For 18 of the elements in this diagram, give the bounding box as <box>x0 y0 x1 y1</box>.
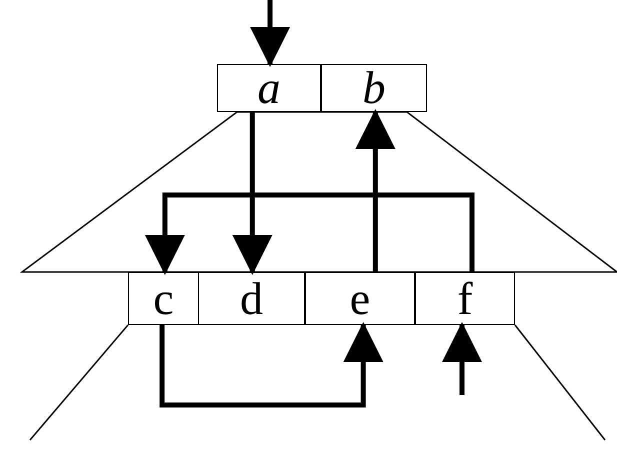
record-cell <box>217 64 321 112</box>
cell-letter: b <box>362 65 386 111</box>
record-cell <box>415 272 515 325</box>
arrow <box>250 0 290 67</box>
cell-letter: a <box>258 65 280 111</box>
cell-letter: d <box>240 276 263 322</box>
record-cell <box>321 64 427 112</box>
cell-letter: e <box>350 276 370 322</box>
arrow <box>160 322 384 408</box>
arrow <box>144 192 474 275</box>
record-cell <box>305 272 415 325</box>
arrow <box>355 109 396 272</box>
record-cell <box>198 272 305 325</box>
arrow <box>232 112 272 275</box>
cell-letter: f <box>457 276 473 322</box>
arrow <box>442 322 482 395</box>
record-cell <box>128 272 199 325</box>
cell-letter: c <box>153 276 174 322</box>
